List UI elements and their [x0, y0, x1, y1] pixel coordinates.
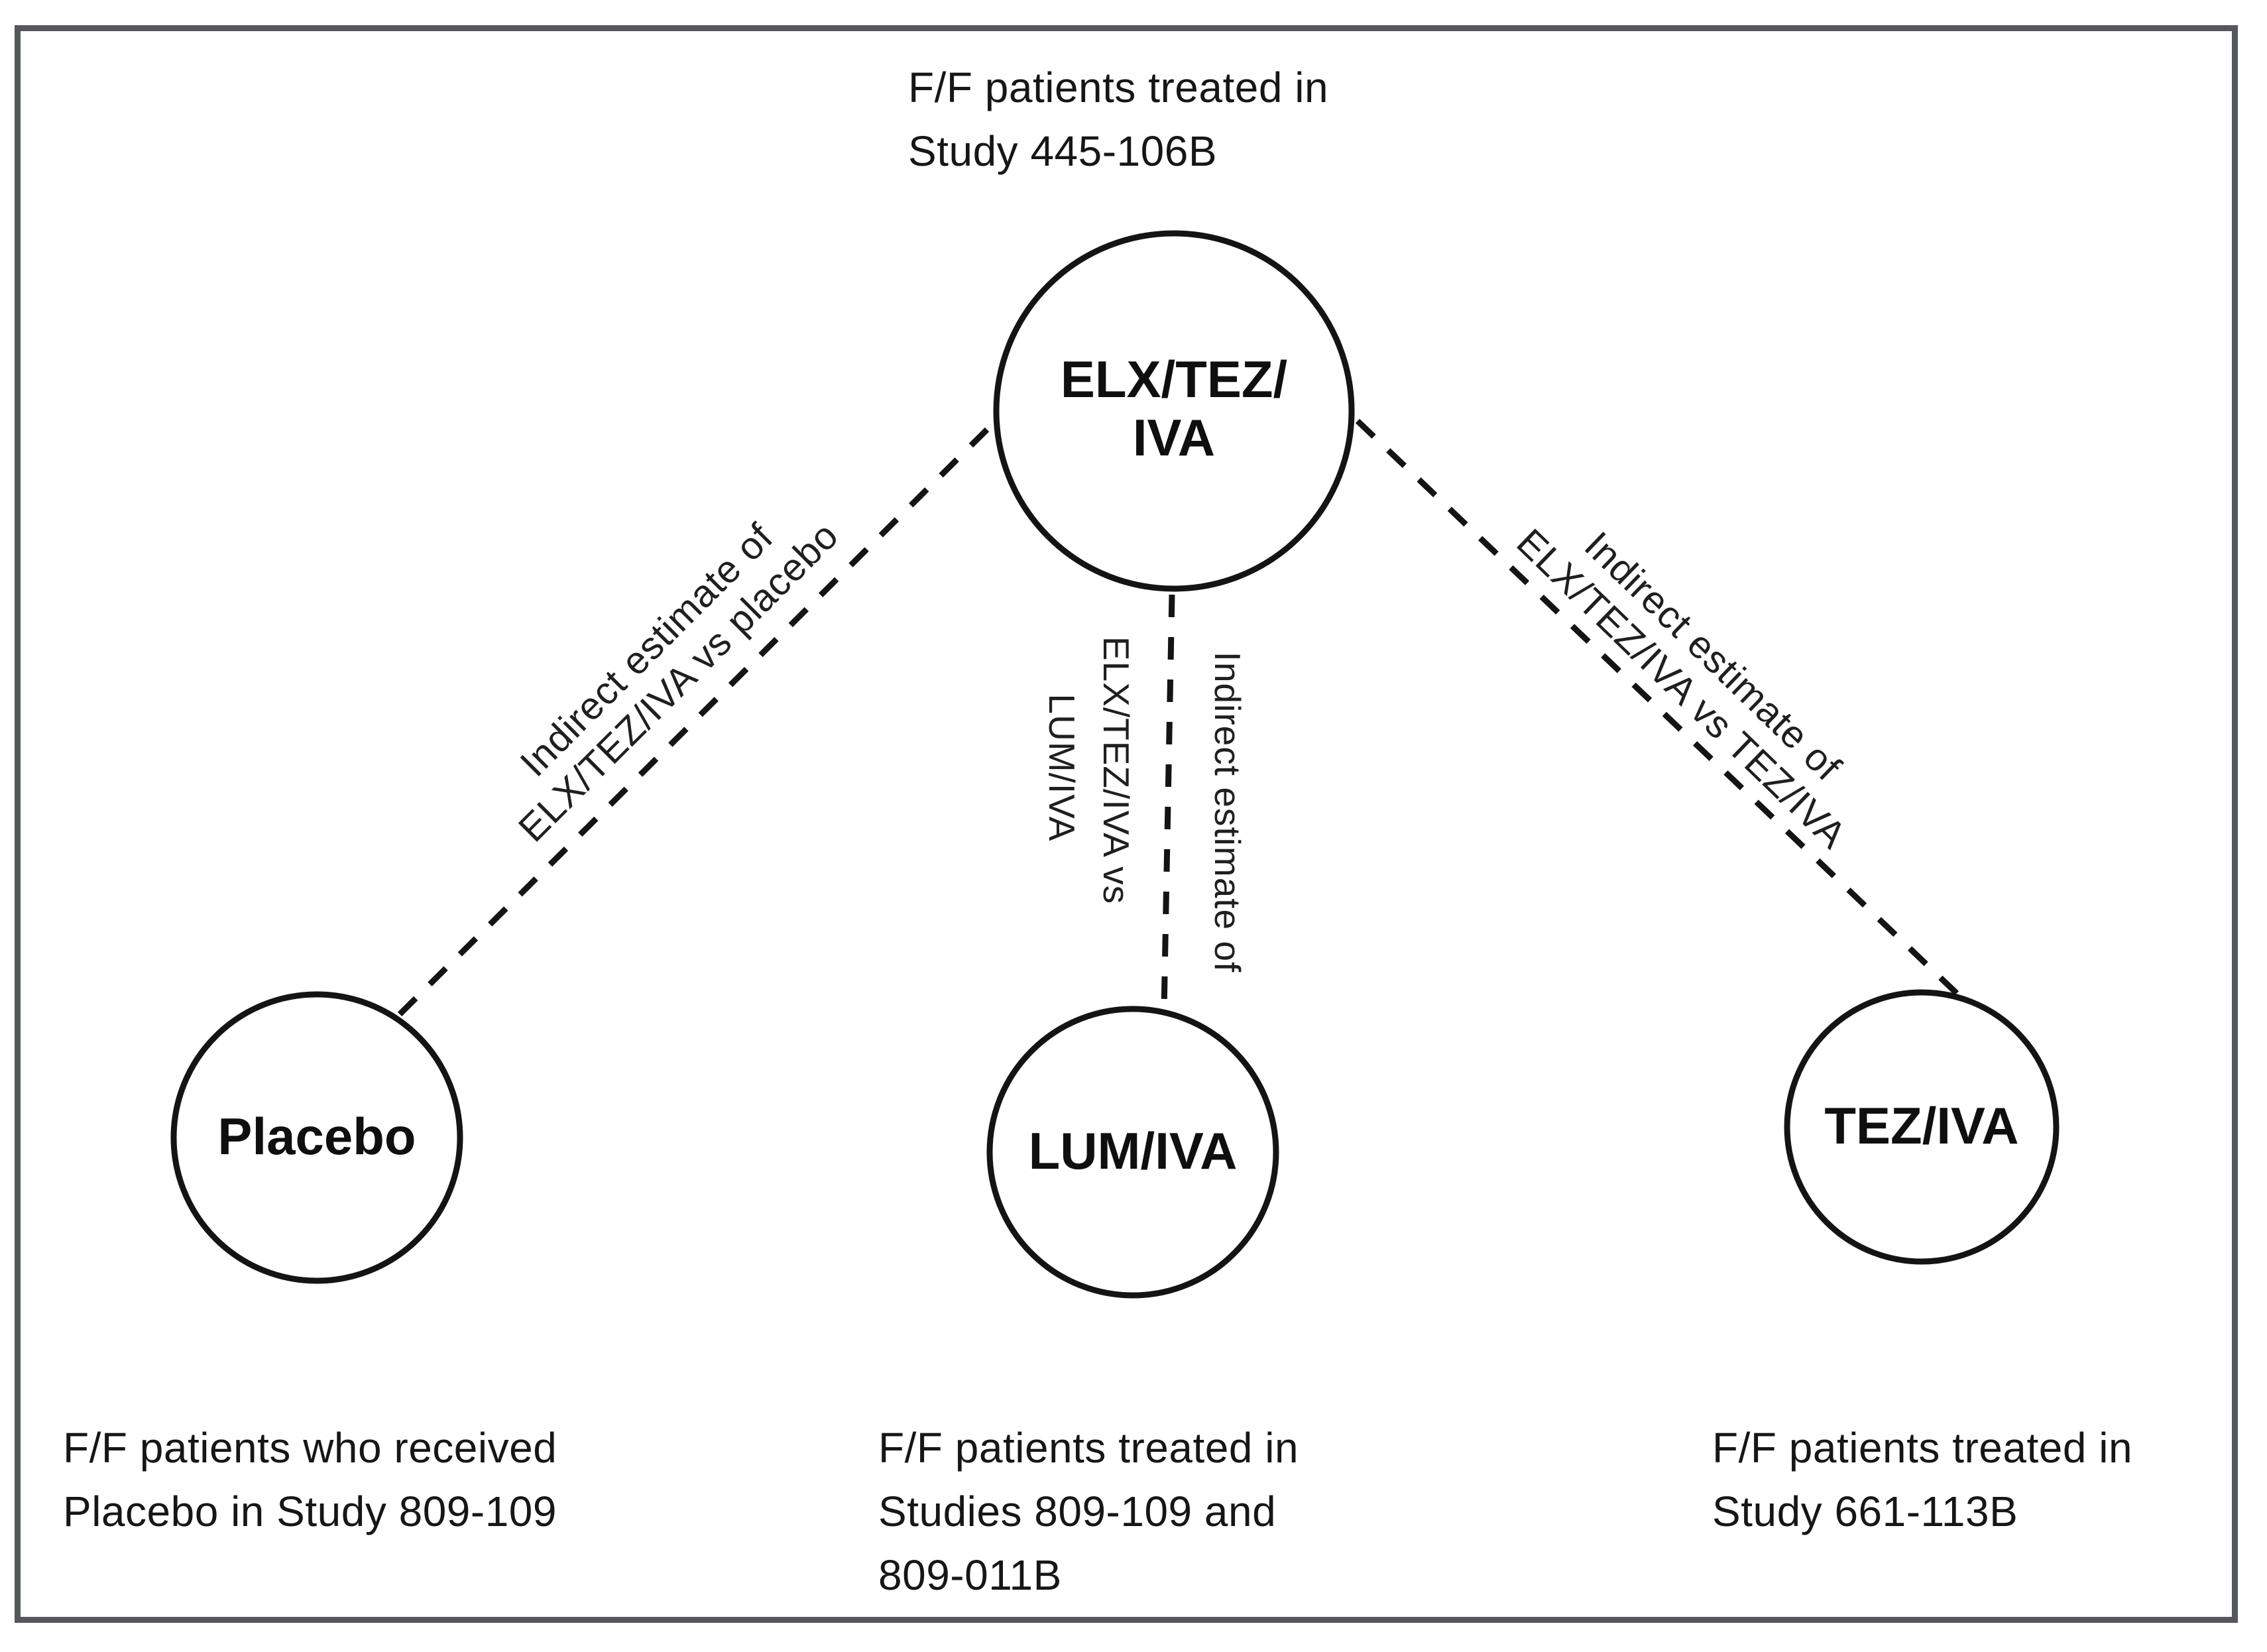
- caption-line: F/F patients who received: [63, 1424, 557, 1472]
- node-label-line: IVA: [1132, 408, 1216, 467]
- edge-label-elx-vs-lum-iva-left-1: ELX/TEZ/IVA vs: [1096, 636, 1137, 905]
- caption-line: Study 661-113B: [1712, 1488, 2018, 1535]
- node-label-tez-iva: TEZ/IVA: [1824, 1096, 2019, 1155]
- node-circle-placebo: [170, 991, 463, 1284]
- diagram-border: [15, 25, 2238, 1623]
- caption-line: Studies 809-109 and: [878, 1488, 1277, 1535]
- node-label-placebo: Placebo: [217, 1107, 416, 1165]
- node-circle-tez-iva: [1784, 989, 2060, 1265]
- caption-tez-iva: F/F patients treated in Study 661-113B: [1712, 1416, 2132, 1543]
- caption-lum-iva: F/F patients treated in Studies 809-109 …: [878, 1416, 1299, 1607]
- caption-line: Study 445-106B: [908, 127, 1217, 175]
- edge-elx-vs-placebo-line: [395, 427, 990, 1019]
- node-circle-lum-iva: [986, 1006, 1279, 1299]
- edge-elx-vs-lum-iva-line: [1161, 594, 1175, 1012]
- edge-label-elx-vs-lum-iva-right: Indirect estimate of: [1207, 651, 1248, 973]
- edge-elx-vs-tez-iva-line: [1355, 418, 1965, 1001]
- node-circle-elx-tez-iva: [993, 230, 1355, 592]
- caption-line: 809-011B: [878, 1551, 1062, 1599]
- caption-placebo: F/F patients who received Placebo in Stu…: [63, 1416, 557, 1543]
- node-label-lum-iva: LUM/IVA: [1028, 1122, 1238, 1180]
- caption-elx-tez-iva: F/F patients treated in Study 445-106B: [908, 56, 1328, 183]
- edge-label-elx-vs-lum-iva-left-2: LUM/IVA: [1041, 693, 1082, 842]
- caption-line: F/F patients treated in: [1712, 1424, 2133, 1472]
- caption-line: F/F patients treated in: [878, 1424, 1299, 1472]
- caption-line: Placebo in Study 809-109: [63, 1488, 557, 1535]
- caption-line: F/F patients treated in: [908, 64, 1329, 111]
- node-label-elx-tez-iva: ELX/TEZ/ IVA: [1061, 350, 1287, 467]
- node-label-line: ELX/TEZ/: [1060, 350, 1288, 408]
